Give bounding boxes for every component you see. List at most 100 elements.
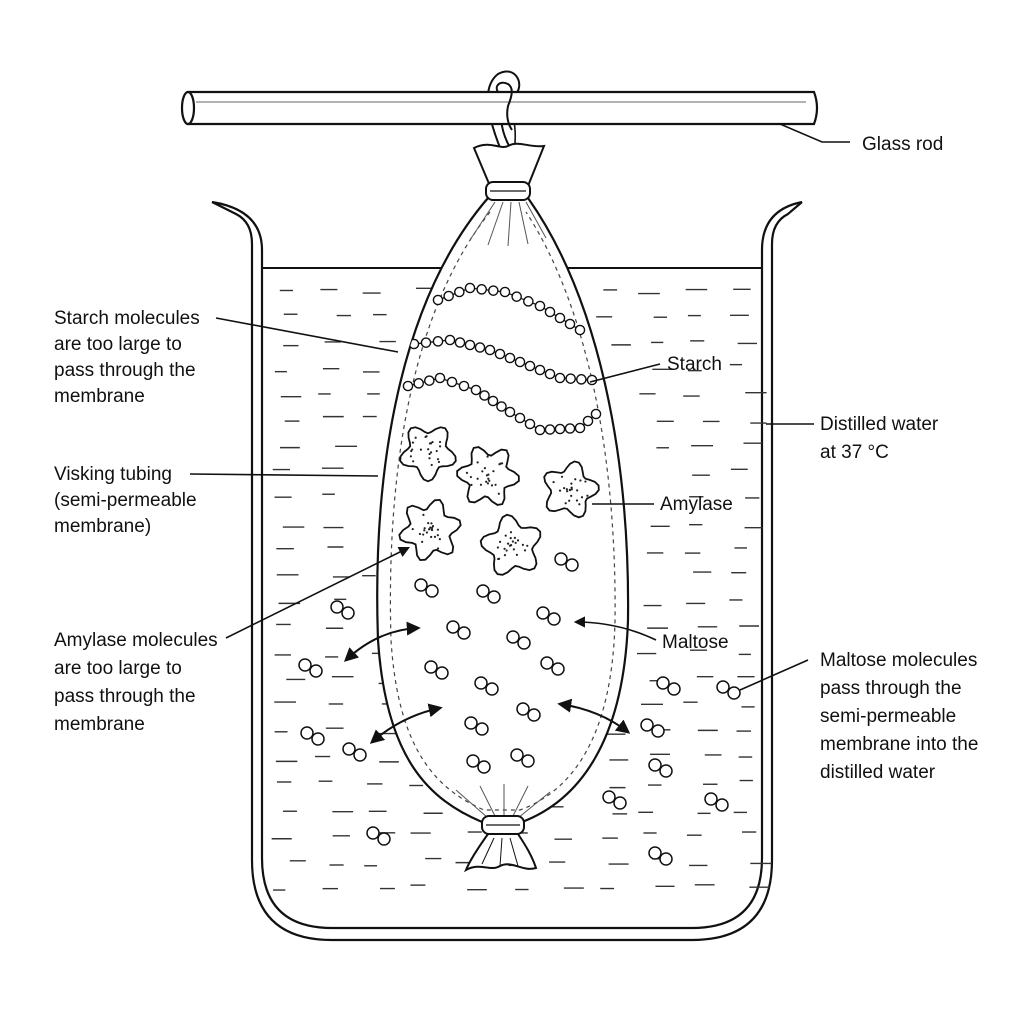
amylase-dot: [430, 522, 433, 525]
amylase-dot: [497, 492, 500, 495]
amylase-dot: [487, 477, 490, 480]
bag-top-frill: [472, 142, 546, 187]
maltose-unit: [527, 708, 541, 722]
beaker-outer-wall: [211, 201, 803, 942]
amylase-dot: [427, 448, 430, 451]
amylase-dot: [575, 499, 579, 502]
label-maltose-note: Maltose molecules pass through the semi-…: [820, 650, 984, 783]
maltose-unit: [547, 612, 561, 626]
maltose-unit: [311, 732, 325, 746]
starch-bead: [464, 339, 476, 351]
amylase-dot: [412, 460, 415, 463]
starch-bead: [432, 336, 444, 347]
amylase-dot: [438, 440, 442, 444]
label-visking-tubing: Visking tubing (semi-permeable membrane): [54, 464, 202, 537]
labels: Glass rod Starch molecules are too large…: [54, 134, 984, 783]
maltose-unit: [613, 796, 627, 810]
starch-bead: [554, 423, 566, 435]
maltose-unit: [477, 760, 491, 774]
amylase-dot: [509, 536, 512, 540]
amylase-dot: [570, 488, 573, 491]
maltose-unit: [521, 754, 535, 768]
amylase-dot: [509, 531, 513, 534]
maltose-unit: [565, 558, 579, 572]
amylase-dot: [411, 527, 414, 531]
amylase-dot: [566, 490, 569, 493]
starch-bead: [564, 423, 576, 434]
amylase-blob: [456, 446, 520, 506]
starch-bead: [523, 296, 534, 307]
amylase-dot: [504, 534, 507, 537]
starch-bead: [402, 380, 414, 392]
starch-bead: [434, 372, 446, 384]
maltose-unit: [704, 792, 718, 806]
amylase-dot: [425, 435, 428, 438]
starch-bead: [420, 337, 432, 348]
amylase-dot: [421, 540, 424, 544]
starch-bead: [504, 406, 516, 418]
amylase-dot: [465, 471, 469, 474]
starch-bead: [514, 412, 526, 424]
maltose-unit: [476, 584, 490, 598]
amylase-dot: [511, 540, 514, 543]
amylase-dot: [574, 478, 577, 481]
amylase-dot: [410, 449, 413, 453]
starch-bead: [444, 334, 456, 346]
amylase-dot: [508, 544, 512, 547]
amylase-dot: [497, 557, 501, 560]
label-amylase: Amylase: [660, 494, 733, 515]
amylase-dot: [423, 529, 426, 532]
bag-top-gathers: [469, 201, 547, 247]
amylase-dot: [433, 535, 437, 538]
maltose-unit: [466, 754, 480, 768]
amylase-dot: [428, 452, 431, 456]
amylase-dot: [506, 542, 510, 545]
label-distilled-water: Distilled water at 37 °C: [820, 414, 944, 463]
amylase-dot: [430, 535, 433, 539]
amylase-dot: [436, 528, 440, 531]
maltose-unit: [485, 682, 499, 696]
amylase-dot: [552, 481, 555, 484]
amylase-dot: [512, 548, 515, 551]
maltose-unit: [425, 584, 439, 598]
amylase-blob: [399, 426, 457, 483]
leader-lines: [189, 123, 850, 691]
amylase-dot: [565, 488, 568, 491]
starch-bead: [488, 285, 499, 296]
amylase-dot: [496, 546, 500, 549]
maltose-unit: [659, 852, 673, 866]
starch-bead: [496, 401, 507, 412]
starch-bead: [464, 282, 476, 294]
maltose-unit: [651, 724, 665, 738]
amylase-dot: [437, 460, 441, 464]
amylase-dot: [431, 525, 435, 528]
amylase-dot: [427, 521, 430, 525]
amylase-dot: [422, 533, 425, 536]
amylase-dot: [570, 494, 573, 497]
starch-bead: [476, 284, 487, 295]
amylase-dot: [576, 489, 579, 492]
amylase-molecules: [398, 426, 600, 576]
maltose-molecules: [298, 552, 741, 866]
amylase-dot: [516, 539, 520, 542]
arrow-lower-right: [557, 698, 631, 734]
amylase-dot: [436, 534, 439, 537]
amylase-dot: [429, 451, 433, 454]
amylase-dot: [580, 496, 584, 499]
amylase-dot: [438, 537, 441, 541]
maltose-unit: [516, 702, 530, 716]
arrow-upper-left: [343, 621, 421, 662]
label-amylase-note: Amylase molecules are too large to pass …: [54, 630, 223, 735]
maltose-unit: [353, 748, 367, 762]
starch-bead: [514, 356, 526, 368]
diffusion-arrows: [343, 621, 631, 744]
amylase-dot: [429, 526, 432, 529]
amylase-dot: [430, 528, 433, 531]
leader-visking: [189, 473, 379, 477]
starch-bead: [458, 380, 470, 392]
amylase-dot: [431, 440, 434, 444]
maltose-unit: [648, 758, 662, 772]
amylase-dot: [570, 482, 573, 485]
amylase-dot: [435, 449, 438, 453]
amylase-dot: [436, 547, 440, 550]
